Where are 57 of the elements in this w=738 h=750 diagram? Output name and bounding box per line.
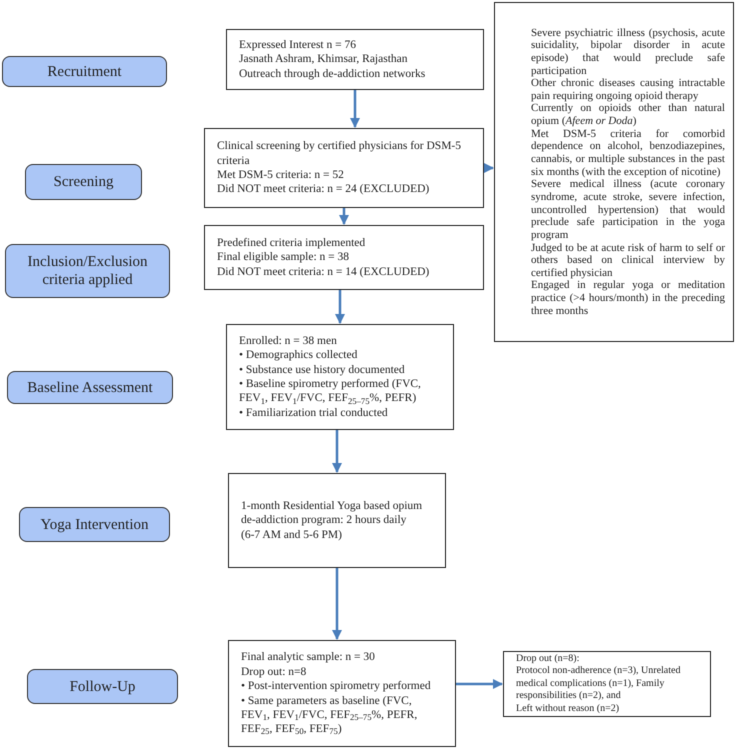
box-text: Severe medical illness (acute coronary syndrome, acute stroke, severe infection, uncontrolled hypertension) that would preclude safe participation in the yoga program bbox=[531, 178, 725, 242]
stage-box bbox=[27, 669, 178, 704]
box-text: Protocol non-adherence (n=3), Unrelated medical complications (n=1), Family responsibilities (n=2), and bbox=[516, 665, 682, 703]
box-text: Judged to be at acute risk of harm to self or others based on clinical interview by certified physician bbox=[531, 242, 725, 280]
box-text: Final eligible sample: n = 38 bbox=[217, 250, 350, 265]
stage-box bbox=[5, 244, 170, 298]
box-text: • Baseline spirometry performed (FVC, FEV$_{1}$, FEV$_{1}$/FVC, FEF$_{25–75}$%, PEFR) bbox=[239, 377, 422, 406]
box-text: • Demographics collected bbox=[239, 348, 358, 363]
arrow bbox=[456, 679, 503, 689]
box-text: Severe psychiatric illness (psychosis, acute suicidality, bipolar disorder in acute episode) that would preclude safe participation bbox=[531, 26, 725, 78]
box-text: Inclusion/Exclusion criteria applied bbox=[26, 253, 148, 289]
box-text: Currently on opioids other than natural opium (Afeem or Doda) bbox=[531, 102, 725, 128]
box-text: Engaged in regular yoga or meditation practice (>4 hours/month) in the preceding three months bbox=[531, 279, 725, 318]
arrow bbox=[332, 568, 342, 640]
stage-box bbox=[2, 56, 167, 87]
box-text: 1-month Residential Yoga based opium de-addiction program: 2 hours daily bbox=[241, 498, 424, 528]
box-text: • Post-intervention spirometry performed bbox=[241, 679, 432, 694]
arrow bbox=[350, 90, 360, 128]
process-box bbox=[228, 640, 456, 747]
stage-box bbox=[19, 507, 170, 542]
dropout-box bbox=[503, 651, 711, 717]
box-text: Follow-Up bbox=[70, 678, 136, 696]
box-text: Met DSM-5 criteria for comorbid dependence on alcohol, benzodiazepines, cannabis, or multiple substances in the past six months (with the exception of nicotine) bbox=[531, 128, 725, 178]
box-text: (6-7 AM and 5-6 PM) bbox=[241, 528, 343, 542]
arrow bbox=[339, 208, 349, 225]
box-text: Predefined criteria implemented bbox=[217, 236, 366, 250]
arrow bbox=[332, 430, 342, 473]
box-text: Did NOT meet criteria: n = 24 (EXCLUDED) bbox=[217, 182, 430, 197]
box-text: Other chronic diseases causing intractable pain requiring ongoing opioid therapy bbox=[531, 77, 725, 102]
box-text: Drop out: n=8 bbox=[241, 664, 308, 680]
box-text: • Substance use history documented bbox=[239, 362, 406, 377]
box-text: Jasnath Ashram, Khimsar, Rajasthan bbox=[239, 52, 408, 67]
arrow bbox=[484, 163, 494, 173]
stage-box bbox=[25, 164, 142, 200]
box-text: • Familiarization trial conducted bbox=[239, 406, 389, 420]
box-text: Enrolled: n = 38 men bbox=[239, 334, 338, 348]
arrow bbox=[335, 290, 345, 324]
process-box bbox=[226, 324, 454, 430]
box-text: Screening bbox=[54, 173, 114, 191]
box-text: Met DSM-5 criteria: n = 52 bbox=[217, 168, 345, 182]
box-text: Clinical screening by certified physicians for DSM-5 criteria bbox=[217, 139, 462, 168]
box-text: • Same parameters as baseline (FVC, FEV$_{1}$, FEV$_{1}$/FVC, FEF$_{25–75}$%, PEFR, FEF$_{25}$, FEF$_{50}$, FEF$_{75}$) bbox=[241, 694, 418, 737]
box-text: Baseline Assessment bbox=[27, 378, 153, 396]
box-text: Drop out (n=8): bbox=[516, 652, 580, 666]
stage-box bbox=[7, 371, 173, 404]
process-box bbox=[204, 225, 484, 290]
box-text: Final analytic sample: n = 30 bbox=[241, 650, 376, 665]
box-text: Yoga Intervention bbox=[40, 516, 149, 534]
process-box bbox=[226, 29, 484, 90]
exclusion-criteria-box bbox=[494, 2, 734, 342]
box-text: Outreach through de-addiction networks bbox=[239, 66, 426, 82]
process-box bbox=[204, 128, 484, 208]
box-text: Expressed Interest n = 76 bbox=[239, 38, 357, 52]
process-box bbox=[228, 473, 446, 568]
box-text: Left without reason (n=2) bbox=[516, 702, 620, 716]
box-text: Did NOT meet criteria: n = 14 (EXCLUDED) bbox=[217, 264, 430, 280]
box-text: Recruitment bbox=[47, 62, 122, 80]
